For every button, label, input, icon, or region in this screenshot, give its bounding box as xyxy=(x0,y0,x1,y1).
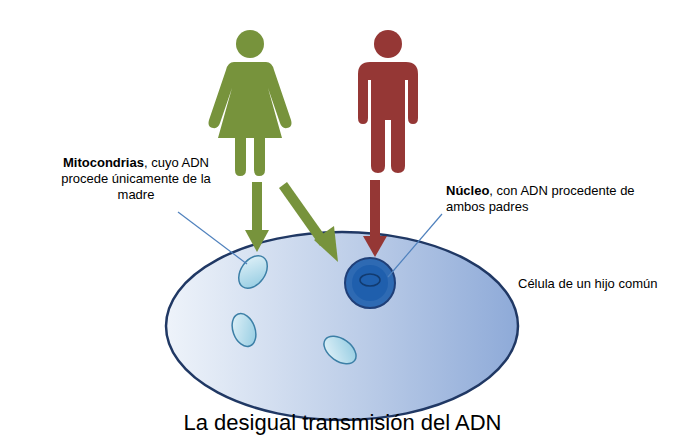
cell xyxy=(166,232,518,420)
cell-note: Célula de un hijo común xyxy=(518,276,678,292)
part-name: Mitocondrias xyxy=(63,155,144,170)
leader-lines xyxy=(178,212,442,277)
inheritance-arrows xyxy=(245,180,387,262)
nucleus-note: Núcleo, con ADN procedente de ambos padr… xyxy=(446,183,666,215)
cell-label: Célula de un hijo común xyxy=(518,276,657,291)
woman-figure xyxy=(209,30,292,176)
mitochondria-note: Mitocondrias, cuyo ADN procede únicament… xyxy=(46,155,226,203)
mitochondria xyxy=(228,250,361,369)
part-name: Núcleo xyxy=(446,183,489,198)
diagram-title: La desigual transmisión del ADN xyxy=(0,410,685,436)
nucleus xyxy=(345,258,395,308)
man-figure xyxy=(358,30,418,173)
